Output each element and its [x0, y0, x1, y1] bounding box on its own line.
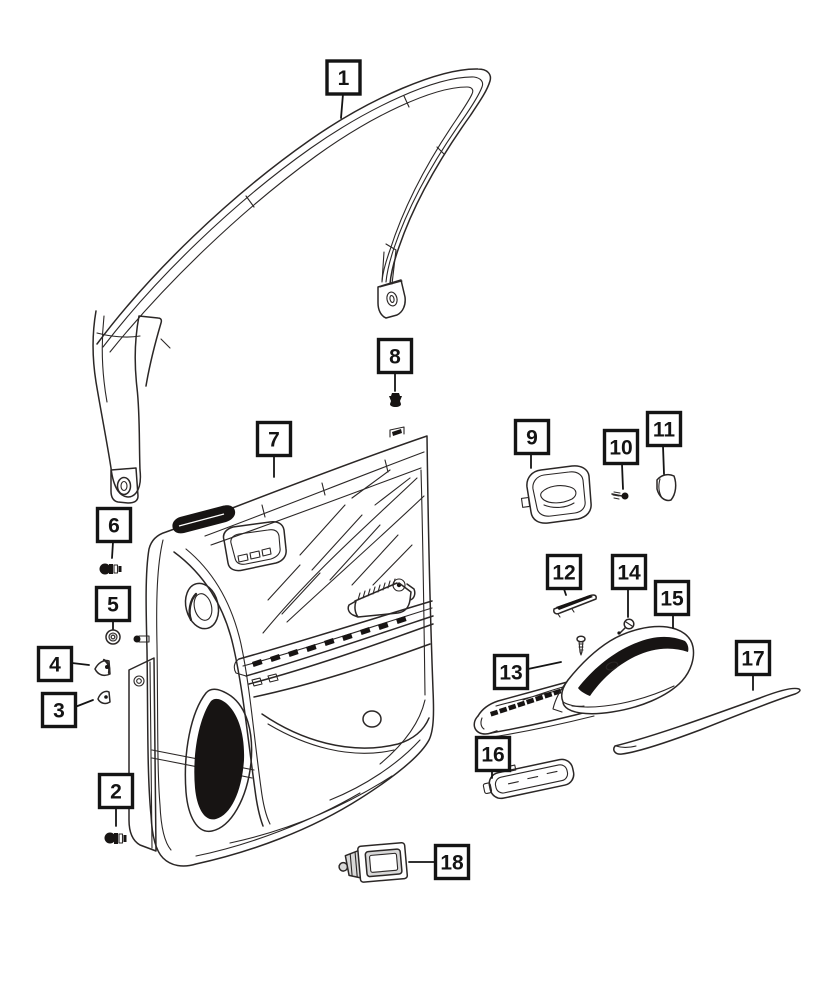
leader-13	[527, 661, 562, 670]
weatherstrip-end-bracket	[377, 249, 406, 319]
part-7-door-trim-panel	[128, 426, 435, 867]
armrest-screw	[576, 635, 586, 656]
callout-7-number: 7	[268, 429, 280, 452]
callout-7[interactable]: 7	[255, 420, 293, 458]
callout-8[interactable]: 8	[376, 337, 414, 375]
part-8-push-pin	[389, 393, 402, 407]
callout-4-number: 4	[49, 654, 61, 677]
leader-3	[74, 699, 94, 708]
part-11-cover	[656, 473, 677, 502]
callout-2-number: 2	[110, 781, 122, 804]
callout-10-number: 10	[609, 437, 632, 460]
callout-16[interactable]: 16	[474, 735, 512, 773]
callout-3-number: 3	[53, 700, 65, 723]
part-2-push-pin	[104, 832, 127, 844]
map-pocket	[195, 623, 434, 857]
switch-plate-bracket	[347, 578, 416, 618]
speaker-grille	[184, 688, 253, 832]
weatherstrip-pillar-applique	[92, 310, 163, 504]
callout-15[interactable]: 15	[653, 579, 691, 617]
part-17-trim-molding	[613, 687, 801, 755]
callout-6-number: 6	[108, 515, 120, 538]
callout-6[interactable]: 6	[95, 506, 133, 544]
callout-14-number: 14	[617, 562, 641, 585]
callout-17[interactable]: 17	[734, 639, 772, 677]
part-14-retainer-clip	[617, 618, 635, 635]
callout-3[interactable]: 3	[40, 691, 78, 729]
leader-10	[621, 463, 624, 490]
callout-10[interactable]: 10	[602, 428, 640, 466]
callout-1-number: 1	[338, 67, 350, 90]
callout-15-number: 15	[660, 588, 684, 611]
callout-12[interactable]: 12	[545, 553, 583, 591]
part-16-gasket	[482, 758, 575, 800]
callout-5-number: 5	[107, 594, 119, 617]
callout-8-number: 8	[389, 346, 401, 369]
callout-16-number: 16	[481, 744, 504, 767]
callout-11[interactable]: 11	[645, 410, 683, 448]
part-6-push-pin	[99, 563, 122, 575]
tweeter-grille-strip	[172, 505, 236, 534]
callout-9-number: 9	[526, 427, 538, 450]
part-15-armrest	[552, 625, 695, 715]
watershield-flap	[128, 657, 157, 852]
part-10-screw	[611, 491, 629, 500]
callout-5[interactable]: 5	[94, 585, 132, 623]
leader-1	[340, 93, 344, 119]
part-18-courtesy-lamp	[338, 841, 409, 883]
part-3-retainer-clip	[97, 690, 111, 705]
callout-13[interactable]: 13	[492, 653, 530, 691]
part-1-window-surround-weatherstrip	[92, 68, 492, 504]
leader-11	[662, 445, 665, 475]
part-12-lamp-lens	[553, 594, 597, 618]
callout-1[interactable]: 1	[325, 59, 362, 96]
part-5-grommet	[105, 629, 121, 645]
callout-18-number: 18	[440, 852, 464, 875]
callout-9[interactable]: 9	[513, 418, 551, 456]
window-switch-bezel	[222, 521, 287, 572]
part-4-retainer-clip	[94, 658, 111, 677]
door-edge-stud	[133, 635, 150, 643]
trim-pattern-lines	[267, 469, 413, 615]
callout-18[interactable]: 18	[433, 843, 471, 881]
callout-4[interactable]: 4	[36, 645, 74, 683]
callout-11-number: 11	[653, 419, 676, 442]
callout-13-number: 13	[499, 662, 522, 685]
leader-4	[71, 662, 90, 666]
callout-2[interactable]: 2	[97, 772, 135, 810]
callout-12-number: 12	[552, 562, 575, 585]
part-9-handle-bezel	[520, 465, 592, 524]
armrest-switch-band	[233, 600, 434, 687]
leader-6	[111, 541, 114, 559]
callout-14[interactable]: 14	[610, 553, 648, 591]
callout-17-number: 17	[741, 648, 764, 671]
